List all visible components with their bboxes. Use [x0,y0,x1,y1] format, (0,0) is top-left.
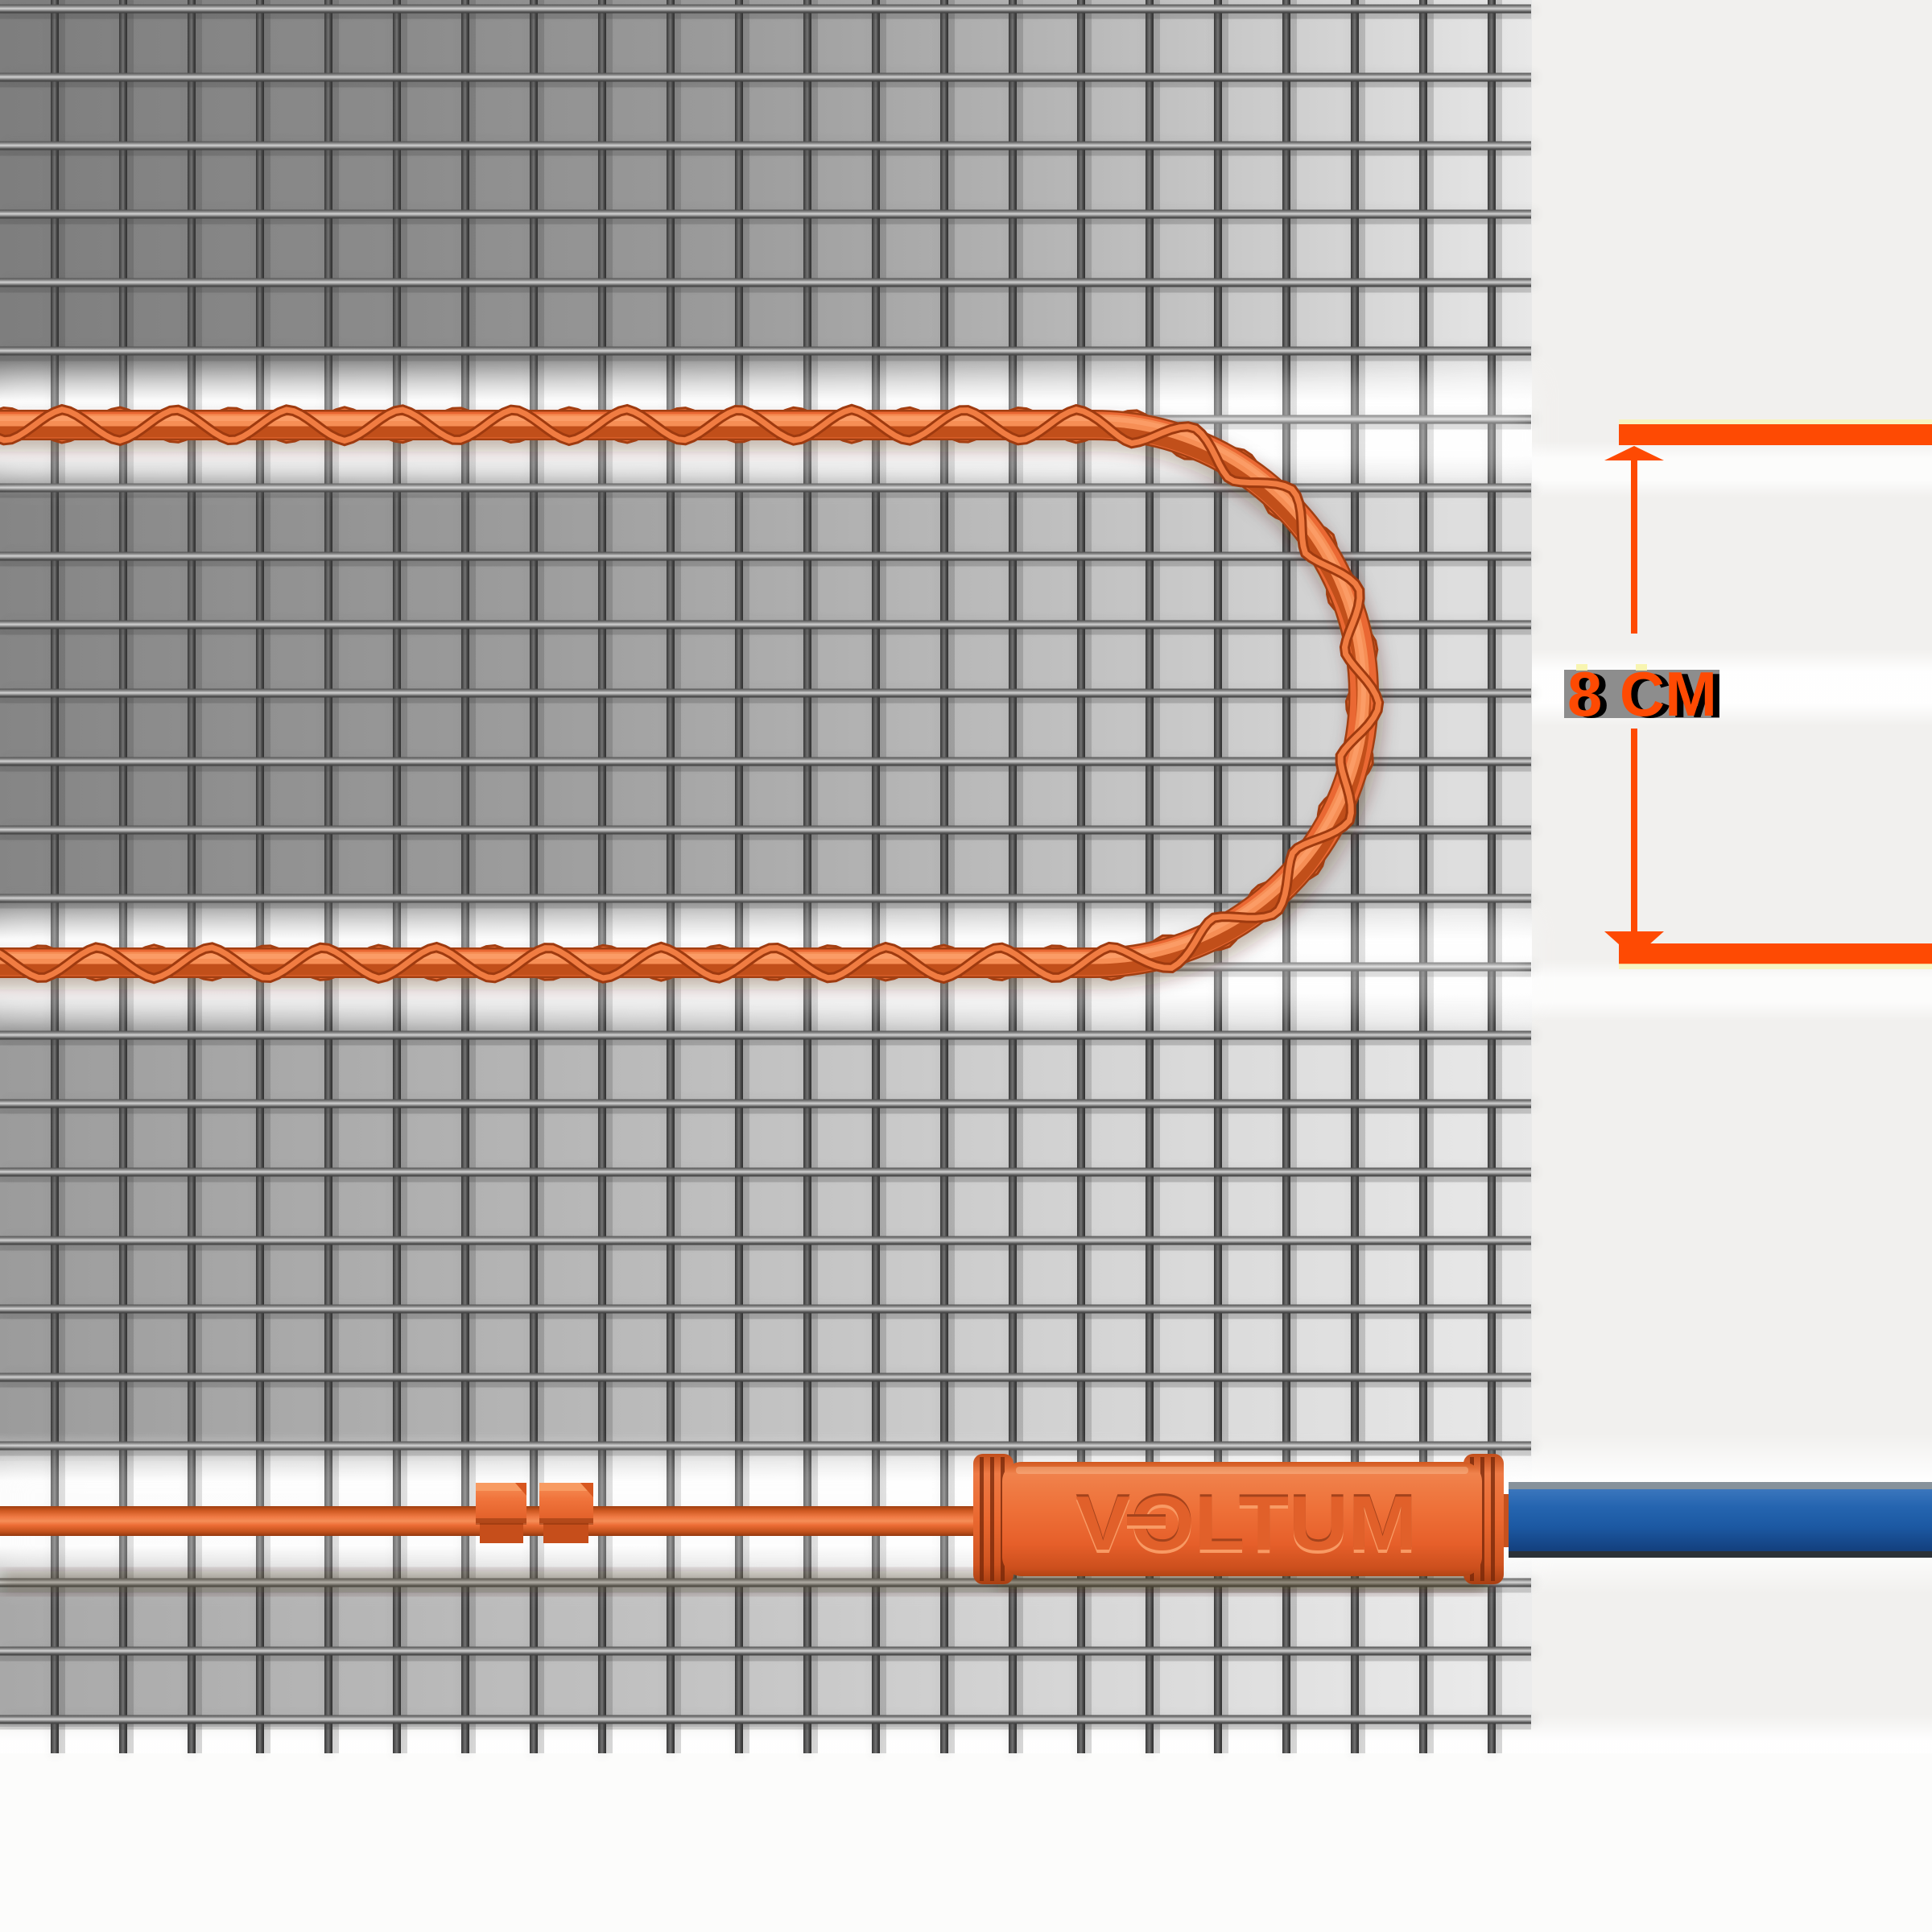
dimension-label-group: 8 CM 8 CM [1564,658,1724,731]
connector-brand-label: VOLTUM [1075,1480,1417,1567]
collar-groove [990,1457,994,1581]
spiral-wrap-front-strand-face [0,406,1382,982]
dimension-top-bar [1619,424,1932,445]
blue-cable-body [1509,1489,1932,1551]
dimension-line-lower [1631,729,1637,939]
dimension-line-upper [1631,460,1637,634]
spiral-wrap [0,403,1385,985]
blue-cable-top-edge [1509,1482,1932,1489]
clip-left-bevel [515,1483,526,1496]
cold-lead-assembly: VOLTUM VOLTUM VOLTUM [0,1454,1932,1592]
connector: VOLTUM VOLTUM VOLTUM [973,1454,1523,1589]
glow-band-right-upper [1532,441,1932,497]
clip-left-topface [476,1483,526,1491]
clip-right-topface [539,1483,593,1491]
blue-cold-tail-cable [1509,1482,1932,1558]
cable-clips [476,1483,593,1543]
connector-top-highlight [1016,1467,1468,1474]
collar-groove [980,1457,984,1581]
glow-band-right-lower [1532,960,1932,1021]
connector-body [1002,1462,1482,1576]
clip-left-shade [476,1518,526,1525]
clip-right-bottom-flange [543,1522,588,1543]
cable-clip-right [539,1483,593,1543]
arrow-up-icon [1604,446,1664,460]
label-fringe-1 [1576,664,1587,671]
clip-right-bevel [580,1483,593,1497]
cable-clip-left [476,1483,526,1543]
heating-cable [0,403,1385,989]
clip-left-bottom-flange [480,1522,523,1543]
dimension-label-shadow: 8 CM [1574,660,1724,731]
clip-right-shade [539,1518,593,1525]
background-bottom-strip [0,1753,1932,1932]
dimension-bottom-bar [1619,943,1932,964]
dimension-bottom-bar-fringe [1619,964,1932,969]
collar-groove [1480,1457,1484,1581]
dimension-annotation: 8 CM 8 CM [1564,419,1932,969]
dimension-label-backdrop [1564,670,1719,718]
collar-groove [1491,1457,1495,1581]
label-fringe-2 [1636,664,1647,671]
connector-brand: VOLTUM VOLTUM VOLTUM [1075,1478,1417,1570]
blue-cable-bottom-edge [1509,1551,1932,1558]
dimension-top-bar-fringe [1619,419,1932,425]
dimension-label: 8 CM [1567,658,1717,729]
brand-ligature-dash [1127,1517,1166,1525]
